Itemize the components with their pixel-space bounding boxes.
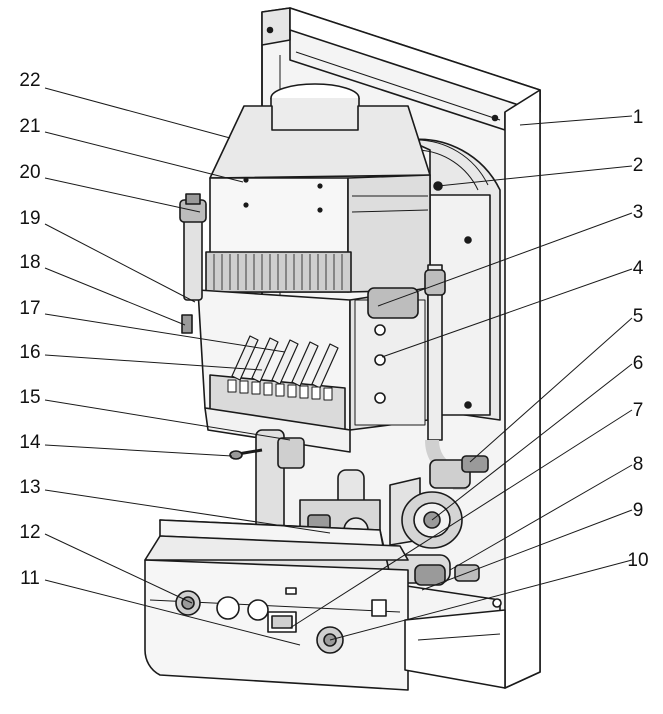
callout-17: 17	[19, 298, 40, 319]
heat-exchanger	[205, 251, 352, 293]
callout-5: 5	[633, 306, 644, 327]
callout-12: 12	[19, 522, 40, 543]
callout-19: 19	[19, 208, 40, 229]
callout-20: 20	[19, 162, 40, 183]
boiler-drawing	[144, 7, 541, 691]
callout-3: 3	[633, 202, 644, 223]
callout-8: 8	[633, 454, 644, 475]
callout-21: 21	[19, 116, 40, 137]
callout-22: 22	[19, 70, 40, 91]
control-panel	[144, 519, 409, 691]
callout-9: 9	[633, 500, 644, 521]
leader-lines	[44, 87, 633, 646]
callout-4: 4	[633, 258, 644, 279]
callout-7: 7	[633, 400, 644, 421]
callout-16: 16	[19, 342, 40, 363]
callout-1: 1	[633, 107, 644, 128]
burner	[204, 335, 351, 453]
callout-15: 15	[19, 387, 40, 408]
callout-labels-left: 22 21 20 19 18 17 16 15 14 13 12 11	[19, 70, 41, 589]
callout-11: 11	[20, 568, 40, 589]
callout-13: 13	[19, 477, 40, 498]
callout-18: 18	[19, 252, 40, 273]
callout-6: 6	[633, 353, 644, 374]
callout-14: 14	[19, 432, 41, 453]
left-pipework	[179, 193, 207, 334]
bottom-tray	[404, 609, 506, 689]
callout-10: 10	[627, 550, 648, 571]
callout-2: 2	[633, 155, 644, 176]
callout-labels-right: 1 2 3 4 5 6 7 8 9 10	[627, 107, 648, 571]
